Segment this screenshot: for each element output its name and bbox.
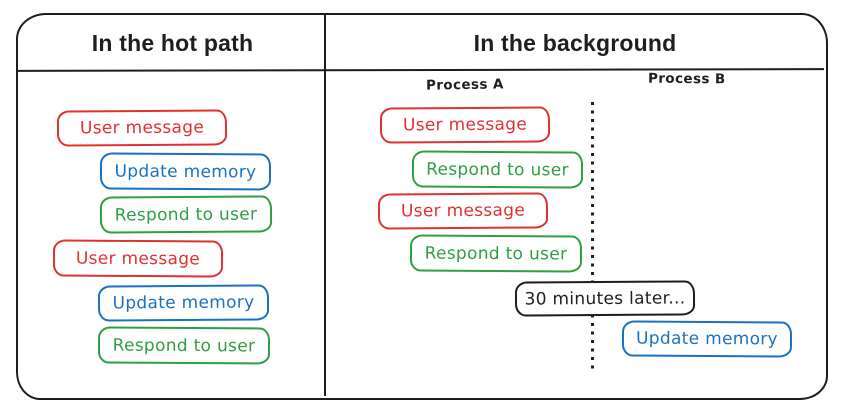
process-divider-dotted-line (591, 102, 594, 374)
background-panel-title: In the background (473, 29, 677, 56)
step-box-respond-to-user: Respond to user (409, 234, 583, 273)
process-a-label: Process A (425, 76, 504, 94)
step-box-respond-to-user: Respond to user (411, 150, 584, 189)
step-box-user-message: User message (52, 239, 224, 278)
step-box-user-message: User message (56, 109, 228, 147)
step-box-respond-to-user: Respond to user (99, 195, 273, 234)
step-box-user-message: User message (377, 192, 549, 230)
panel-divider-line (324, 14, 326, 396)
hot-path-panel-title: In the hot path (91, 29, 254, 56)
time-gap-note-box: 30 minutes later... (514, 280, 696, 317)
step-box-update-memory: Update memory (621, 320, 793, 358)
step-box-update-memory: Update memory (97, 284, 270, 322)
step-box-respond-to-user: Respond to user (97, 326, 271, 365)
process-b-label: Process B (647, 70, 726, 88)
step-box-user-message: User message (379, 106, 551, 144)
step-box-update-memory: Update memory (99, 152, 272, 191)
